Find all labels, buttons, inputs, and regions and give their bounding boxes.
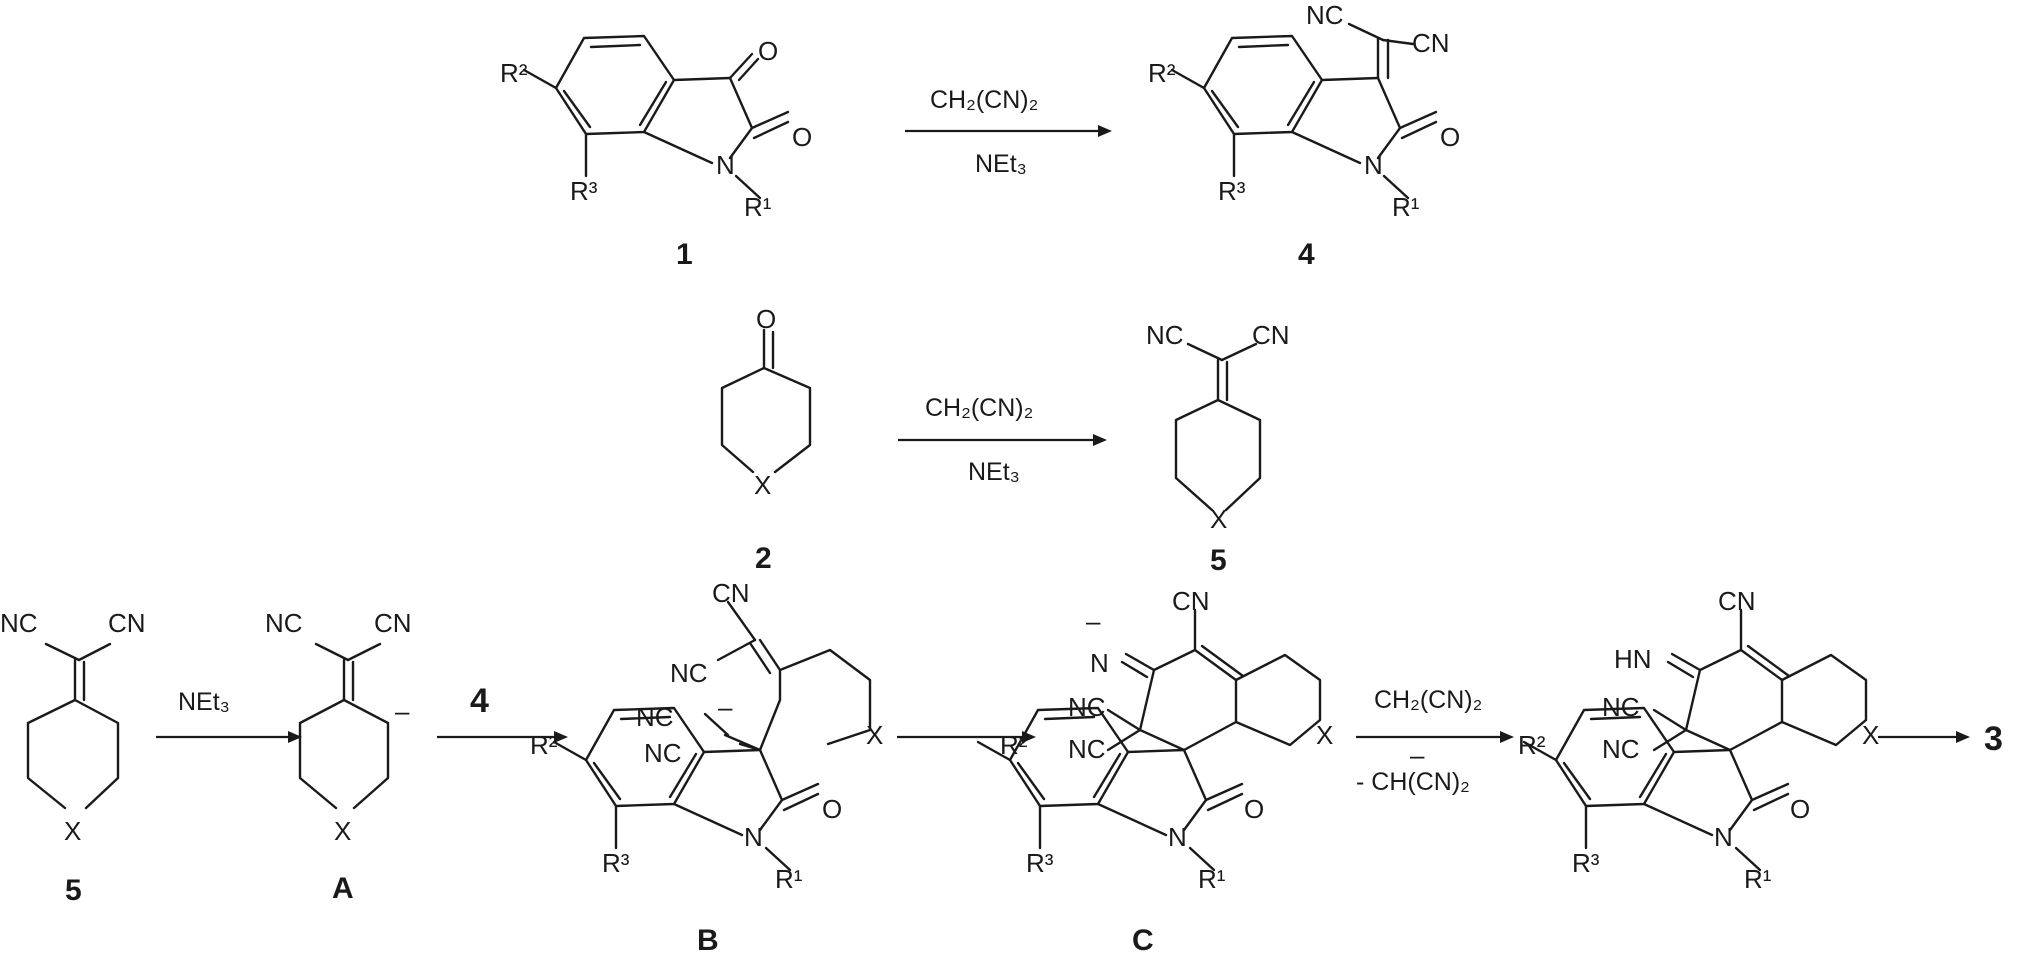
atom-r3: R³ [1218, 176, 1246, 206]
atom-n: N [1714, 822, 1733, 852]
reagent-base: NEt₃ [968, 458, 1020, 486]
atom-nc: NC [670, 658, 708, 688]
atom-cn: CN [1718, 586, 1756, 616]
atom-x: X [1862, 720, 1879, 750]
arrow-5-to-A: NEt₃ [156, 688, 302, 743]
atom-o: O [756, 304, 776, 334]
compound-label-a: A [332, 872, 354, 905]
atom-nc: NC [636, 702, 674, 732]
arrow-2-to-5: CH₂(CN)₂ NEt₃ [898, 394, 1107, 486]
reagent-malononitrile: CH₂(CN)₂ [1374, 686, 1482, 714]
compound-label-c: C [1132, 924, 1154, 957]
atom-nc: NC [644, 738, 682, 768]
negative-charge: – [395, 696, 410, 726]
intermediate-imine: CN HN NC NC X O N R² R³ R¹ [1518, 586, 1879, 894]
atom-r2: R² [1000, 730, 1028, 760]
atom-o: O [758, 36, 778, 66]
atom-r3: R³ [602, 848, 630, 878]
compound-label-1: 1 [676, 238, 693, 271]
atom-r1: R¹ [1198, 864, 1226, 894]
atom-cn: CN [374, 608, 412, 638]
atom-o: O [1244, 794, 1264, 824]
compound-5-row3: NC CN X 5 [0, 608, 146, 907]
atom-o: O [1790, 794, 1810, 824]
atom-nc: NC [265, 608, 303, 638]
intermediate-C: CN – N NC NC X O N R² R³ R¹ C [976, 586, 1333, 957]
atom-x: X [334, 816, 351, 846]
arrow-to-3: 3 [1878, 720, 2003, 758]
reagent-malononitrile: CH₂(CN)₂ [925, 394, 1033, 422]
atom-x: X [754, 470, 771, 500]
atom-r1: R¹ [775, 864, 803, 894]
arrow-1-to-4: CH₂(CN)₂ NEt₃ [905, 86, 1112, 178]
atom-x: X [64, 816, 81, 846]
atom-nc: NC [1602, 692, 1640, 722]
compound-2: O X 2 [720, 304, 812, 575]
compound-label-2: 2 [755, 542, 772, 575]
atom-r2: R² [1148, 58, 1176, 88]
compound-label-4: 4 [1298, 238, 1315, 271]
reagent-leaving-group: - CH(CN)₂ [1356, 768, 1470, 796]
compound-label-5: 5 [1210, 544, 1227, 577]
atom-n: N [716, 150, 735, 180]
compound-5: NC CN X 5 [1146, 320, 1290, 577]
atom-r3: R³ [570, 176, 598, 206]
atom-n: N [1168, 822, 1187, 852]
atom-r2: R² [500, 58, 528, 88]
compound-4: NC CN O N R² R³ R¹ 4 [1148, 0, 1460, 271]
atom-nc: NC [1602, 734, 1640, 764]
atom-x: X [1210, 504, 1227, 534]
reagent-base: NEt₃ [178, 688, 230, 716]
reagent-malononitrile: CH₂(CN)₂ [930, 86, 1038, 114]
negative-charge: – [718, 692, 733, 722]
atom-r1: R¹ [1392, 192, 1420, 222]
atom-x: X [866, 720, 883, 750]
atom-nc: NC [0, 608, 38, 638]
compound-label-5: 5 [65, 874, 82, 907]
intermediate-B: CN NC NC – NC X O N R² R³ R¹ B [530, 578, 883, 957]
atom-r3: R³ [1026, 848, 1054, 878]
intermediate-A: NC CN – X A [265, 608, 412, 905]
reagent-base: NEt₃ [975, 150, 1027, 178]
atom-x: X [1316, 720, 1333, 750]
compound-1: O O N R² R³ R¹ 1 [500, 34, 812, 271]
atom-r1: R¹ [744, 192, 772, 222]
atom-n: N [744, 822, 763, 852]
atom-cn: CN [1412, 28, 1450, 58]
negative-charge: – [1410, 740, 1425, 770]
arrow-C-to-product: CH₂(CN)₂ – - CH(CN)₂ [1356, 686, 1514, 796]
atom-cn: CN [1172, 586, 1210, 616]
atom-n: N [1090, 648, 1109, 678]
atom-o: O [1440, 122, 1460, 152]
atom-r2: R² [530, 730, 558, 760]
atom-cn: CN [108, 608, 146, 638]
atom-hn: HN [1614, 644, 1652, 674]
negative-charge: – [1086, 606, 1101, 636]
atom-r1: R¹ [1744, 864, 1772, 894]
atom-nc: NC [1306, 0, 1344, 30]
atom-o: O [822, 794, 842, 824]
atom-cn: CN [712, 578, 750, 608]
atom-o: O [792, 122, 812, 152]
atom-r2: R² [1518, 730, 1546, 760]
atom-n: N [1364, 150, 1383, 180]
atom-cn: CN [1252, 320, 1290, 350]
reagent-compound-4: 4 [470, 682, 489, 720]
atom-nc: NC [1068, 734, 1106, 764]
compound-label-b: B [697, 924, 719, 957]
atom-nc: NC [1068, 692, 1106, 722]
arrow-A-to-B: 4 [437, 682, 568, 743]
atom-r3: R³ [1572, 848, 1600, 878]
product-label-3: 3 [1984, 720, 2003, 758]
atom-nc: NC [1146, 320, 1184, 350]
